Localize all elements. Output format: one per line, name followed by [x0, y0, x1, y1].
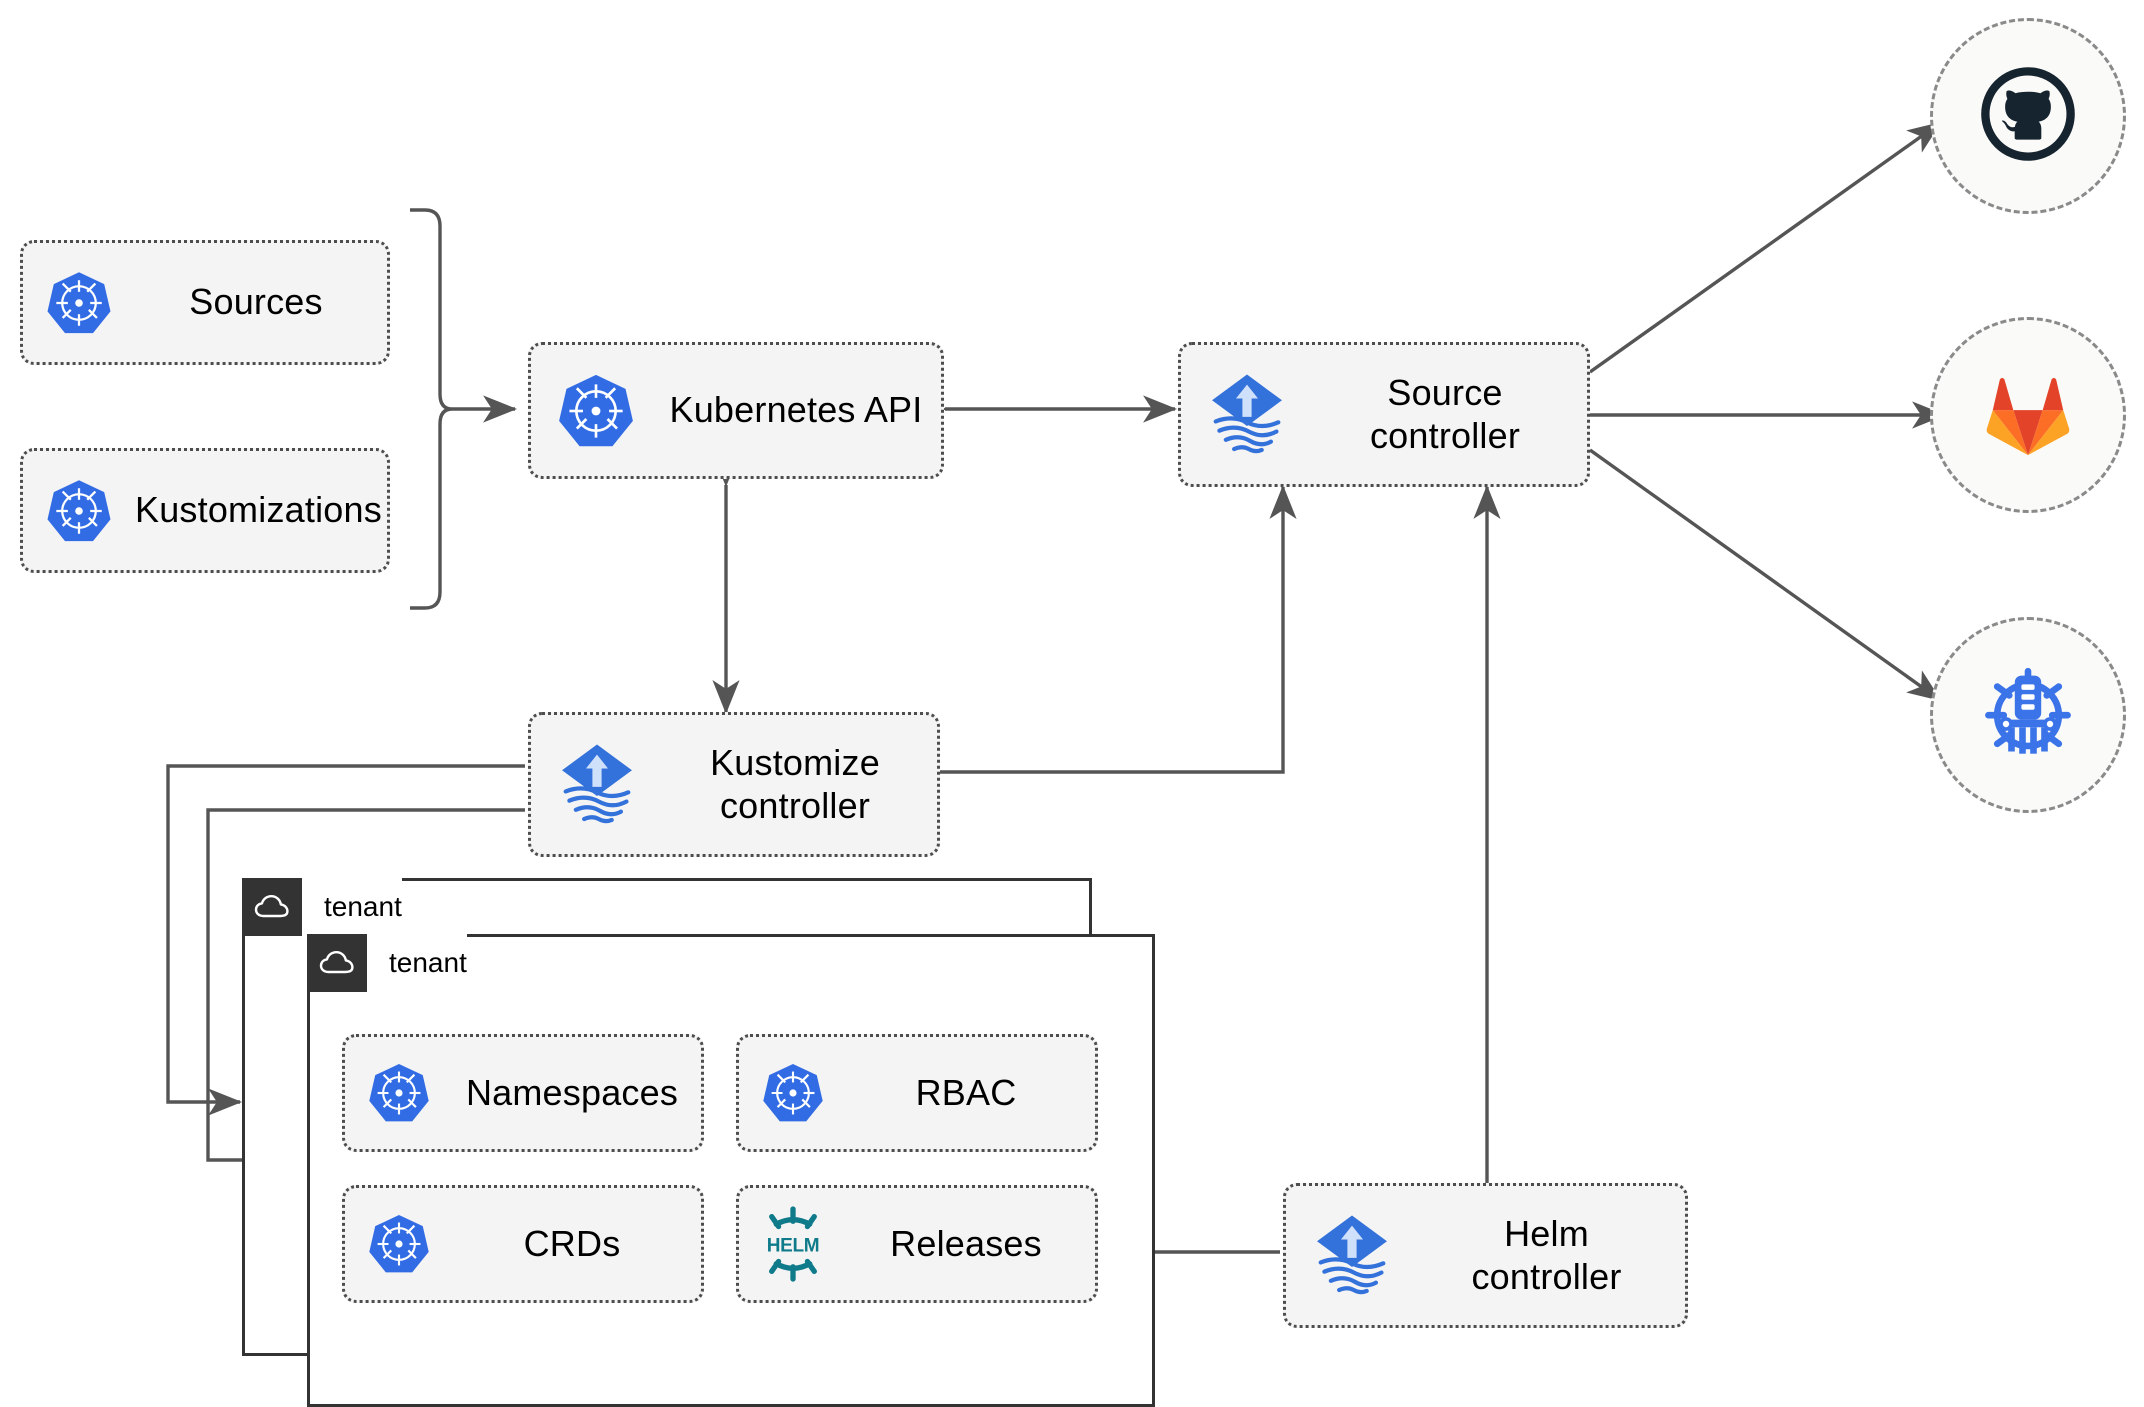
tenant-title-bar: tenant: [242, 878, 402, 936]
node-namespaces[interactable]: Namespaces: [342, 1034, 704, 1152]
edge-source-helm-repository: [1589, 448, 1942, 702]
node-sources[interactable]: Sources: [20, 240, 390, 365]
tenant-label: tenant: [367, 934, 467, 992]
tenant-label: tenant: [302, 878, 402, 936]
node-kustomize-controller[interactable]: Kustomize controller: [528, 712, 940, 857]
github-icon: [1976, 62, 2080, 171]
svg-text:HELM: HELM: [767, 1236, 820, 1257]
node-label: Kubernetes API: [669, 389, 923, 431]
tenant-title-bar: tenant: [307, 934, 467, 992]
node-kubernetes-api[interactable]: Kubernetes API: [528, 342, 944, 479]
node-label: Helm controller: [1471, 1213, 1622, 1297]
node-rbac[interactable]: RBAC: [736, 1034, 1098, 1152]
node-label: Source controller: [1369, 372, 1521, 456]
node-source-controller[interactable]: Source controller: [1178, 342, 1590, 487]
node-label: Kustomizations: [135, 489, 382, 531]
helm-icon: HELM: [739, 1206, 847, 1282]
edge-kustomize-source: [940, 484, 1297, 774]
node-label: CRDs: [523, 1222, 621, 1264]
cloud-icon: [307, 934, 367, 992]
node-crds[interactable]: CRDs: [342, 1185, 704, 1303]
kubernetes-icon: [345, 1060, 453, 1126]
kubernetes-icon: [345, 1211, 453, 1277]
node-label: Releases: [890, 1222, 1042, 1264]
helm-repository-icon: [1973, 658, 2083, 773]
provider-github[interactable]: [1930, 18, 2126, 214]
flux-icon: [531, 739, 663, 831]
node-kustomizations[interactable]: Kustomizations: [20, 448, 390, 573]
kubernetes-icon: [23, 268, 135, 338]
provider-gitlab[interactable]: [1930, 317, 2126, 513]
kubernetes-icon: [531, 370, 661, 452]
node-label: Kustomize controller: [710, 742, 880, 826]
flux-icon: [1286, 1210, 1418, 1302]
node-helm-controller[interactable]: Helm controller: [1283, 1183, 1688, 1328]
group-bracket: [410, 208, 453, 610]
node-releases[interactable]: HELM Releases: [736, 1185, 1098, 1303]
cloud-icon: [242, 878, 302, 936]
kubernetes-icon: [23, 476, 135, 546]
edge-source-github: [1589, 121, 1942, 374]
gitlab-icon: [1979, 367, 2077, 464]
flux-icon: [1181, 369, 1313, 461]
node-label: Namespaces: [465, 1071, 679, 1113]
tenant-container-inner[interactable]: tenant: [307, 934, 1155, 1407]
node-label: Sources: [189, 281, 323, 323]
provider-helm-repository[interactable]: [1930, 617, 2126, 813]
node-label: RBAC: [915, 1071, 1017, 1113]
kubernetes-icon: [739, 1060, 847, 1126]
